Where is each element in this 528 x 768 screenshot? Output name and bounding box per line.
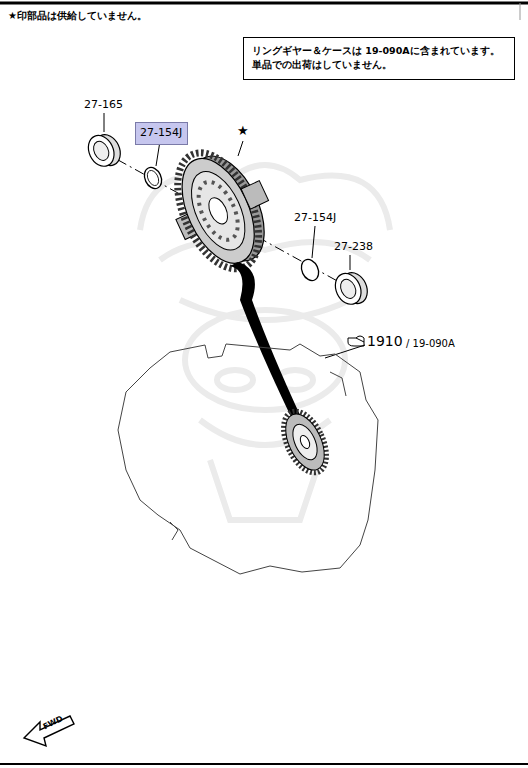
bearing-27-165 [84, 129, 126, 172]
shim-27-154j [141, 165, 165, 192]
differential-ring-gear [154, 134, 290, 285]
reference-hand-icon [348, 336, 364, 346]
callout-number: 27-154J [294, 212, 336, 224]
leader-line [104, 113, 365, 358]
highlighted-callout-text: 27-154J [140, 125, 183, 142]
highlighted-callout: 27-154J [135, 122, 188, 145]
watermark-logo [140, 165, 390, 520]
note-text: ★印部品は供給していません。 [8, 10, 147, 21]
callout-number: 27-238 [334, 241, 373, 253]
shim-27-154j [298, 257, 322, 284]
callout-number: 27-165 [84, 99, 123, 111]
bearing-27-238 [331, 267, 373, 310]
installed-gear [275, 404, 336, 479]
shim-inner [145, 169, 161, 188]
note-box: リングギヤー＆ケースは 19-090Aに含まれています。 単品での出荷はしていま… [243, 37, 515, 80]
star-mark: ★ [237, 124, 249, 138]
reference-number: / 19-090A [406, 338, 455, 349]
note-box-text: リングギヤー＆ケースは 19-090Aに含まれています。 単品での出荷はしていま… [252, 44, 506, 73]
transmission-case [118, 344, 378, 574]
frame-line [0, 2, 528, 5]
case-detail [330, 372, 346, 396]
frame-tick [520, 3, 521, 20]
install-arrow [230, 262, 300, 419]
case-detail [170, 522, 178, 540]
reference-number: 1910 [367, 334, 403, 349]
frame-line [0, 763, 528, 765]
